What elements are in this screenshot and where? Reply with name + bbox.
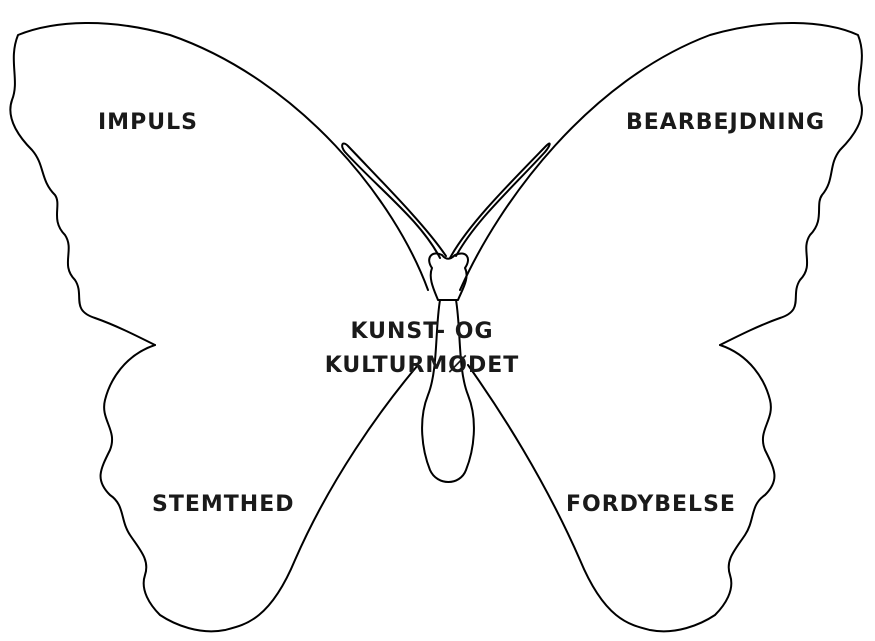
label-fordybelse: FORDYBELSE xyxy=(566,492,736,517)
center-label-line1: KUNST- OG xyxy=(350,319,494,344)
label-stemthed: STEMTHED xyxy=(152,492,295,517)
center-label-line2: KULTURMØDET xyxy=(324,353,520,378)
label-impuls: IMPULS xyxy=(98,110,198,135)
right-antenna xyxy=(449,142,551,259)
left-upper-wing xyxy=(9,22,429,346)
left-antenna xyxy=(341,142,447,259)
label-bearbejdning: BEARBEJDNING xyxy=(626,110,826,135)
right-lower-wing xyxy=(467,344,776,633)
center-label: KUNST- OG KULTURMØDET xyxy=(322,315,522,383)
left-lower-wing xyxy=(99,344,419,633)
butterfly-body xyxy=(421,299,475,483)
butterfly-head xyxy=(428,252,469,301)
right-upper-wing xyxy=(459,22,863,346)
